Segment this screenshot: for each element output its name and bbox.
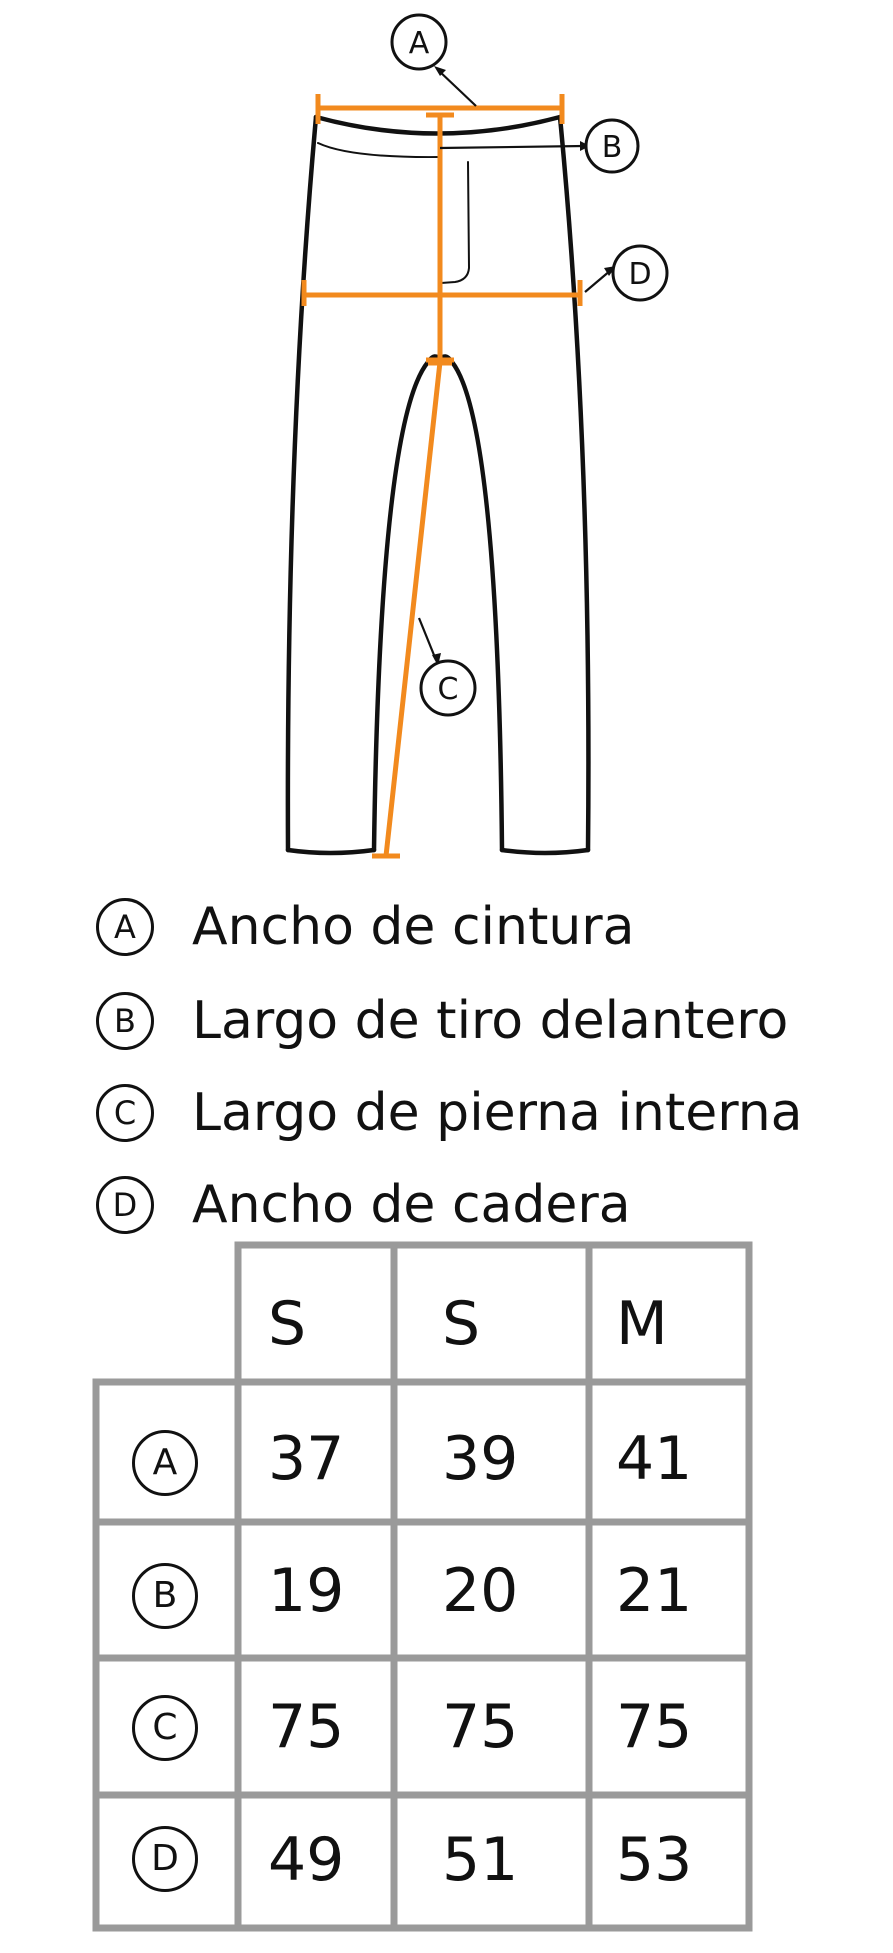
legend-item-a: A Ancho de cintura xyxy=(96,892,796,962)
legend-label-waist-width: Ancho de cintura xyxy=(192,897,635,957)
legend-item-b: B Largo de tiro delantero xyxy=(96,986,796,1056)
table-cell: 75 xyxy=(616,1692,693,1762)
marker-d-circle xyxy=(611,244,669,302)
marker-c-circle xyxy=(419,659,477,717)
row-marker-a: A xyxy=(132,1430,198,1496)
legend-marker-b: B xyxy=(96,992,154,1050)
measurement-lines xyxy=(301,94,583,859)
table-cell: 21 xyxy=(616,1556,693,1626)
table-cell: 51 xyxy=(442,1825,519,1895)
legend-item-d: D Ancho de cadera xyxy=(96,1170,796,1240)
table-cell: 19 xyxy=(268,1556,345,1626)
legend-marker-a: A xyxy=(96,898,154,956)
legend-label-inseam: Largo de pierna interna xyxy=(192,1083,803,1143)
legend-label-hip-width: Ancho de cadera xyxy=(192,1175,631,1235)
marker-c-label: C xyxy=(438,672,459,707)
table-cell: 37 xyxy=(268,1424,345,1494)
pointer-d xyxy=(584,269,612,293)
table-cell: 75 xyxy=(268,1692,345,1762)
pants-diagram: A B C D xyxy=(285,13,669,859)
table-cell: 75 xyxy=(442,1692,519,1762)
row-marker-c: C xyxy=(132,1695,198,1761)
legend-marker-c: C xyxy=(96,1084,154,1142)
legend-label-front-rise: Largo de tiro delantero xyxy=(192,991,789,1051)
size-header-2: S xyxy=(442,1289,481,1359)
table-cell: 20 xyxy=(442,1556,519,1626)
legend-item-c: C Largo de pierna interna xyxy=(96,1078,803,1148)
pants-outline xyxy=(285,114,591,856)
marker-a-label: A xyxy=(409,26,430,61)
fly-stitching xyxy=(440,161,471,284)
legend-marker-d: D xyxy=(96,1176,154,1234)
size-header-1: S xyxy=(268,1289,307,1359)
measure-c-line xyxy=(383,361,443,857)
hem-right xyxy=(499,847,591,856)
table-cell: 41 xyxy=(616,1424,693,1494)
marker-d-label: D xyxy=(628,257,651,292)
arrowhead-a xyxy=(434,66,446,76)
marker-a-circle xyxy=(390,13,448,71)
pointer-a xyxy=(437,69,477,107)
waistband-inner-line xyxy=(317,142,441,159)
table-cell: 39 xyxy=(442,1424,519,1494)
hem-left xyxy=(285,847,377,856)
row-marker-b: B xyxy=(132,1563,198,1629)
outer-leg-left xyxy=(285,114,319,853)
pointer-b xyxy=(439,144,585,150)
inner-leg-right xyxy=(437,354,505,853)
size-header-3: M xyxy=(616,1289,668,1359)
table-cell: 49 xyxy=(268,1825,345,1895)
marker-b-circle xyxy=(584,118,640,174)
table-cell: 53 xyxy=(616,1825,693,1895)
marker-pointers xyxy=(417,69,612,661)
row-marker-d: D xyxy=(132,1826,198,1892)
pointer-c xyxy=(417,617,438,661)
marker-b-label: B xyxy=(602,130,623,165)
outer-leg-right xyxy=(557,114,591,853)
inner-leg-left xyxy=(371,354,443,853)
